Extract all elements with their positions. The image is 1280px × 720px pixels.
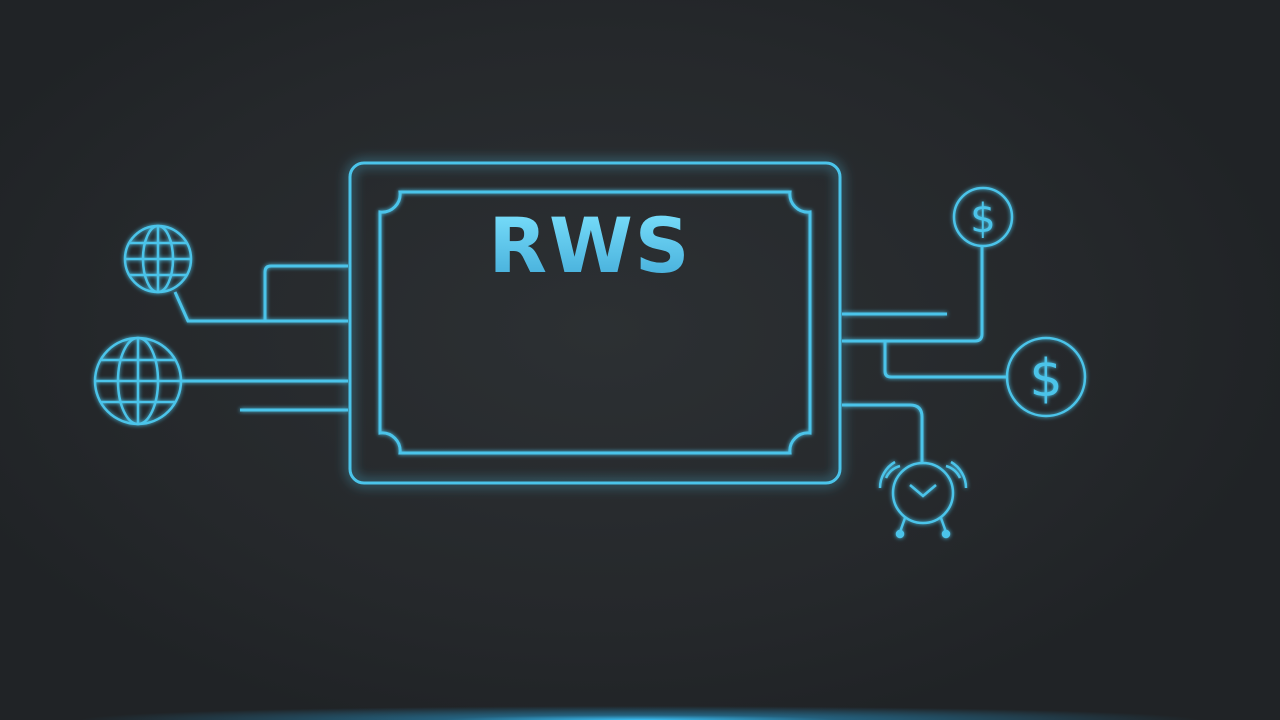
document-title: RWS — [488, 201, 691, 290]
connector-line — [883, 342, 1007, 379]
left-connectors — [173, 264, 348, 412]
right-connectors — [842, 247, 1007, 463]
dollar-symbol: $ — [1029, 349, 1062, 409]
connector-line — [173, 291, 348, 323]
bottom-glow — [0, 690, 1280, 720]
alarm-clock-icon — [878, 460, 968, 539]
dollar-symbol: $ — [970, 196, 995, 242]
connector-line — [842, 247, 984, 343]
connector-line — [842, 403, 924, 463]
dollar-icon: $ — [952, 186, 1014, 248]
document-card: RWS — [348, 161, 842, 485]
document-outer-frame — [348, 161, 842, 485]
dollar-icon: $ — [1005, 336, 1087, 418]
connector-line — [263, 264, 348, 321]
certificate-inner-border — [378, 190, 812, 455]
globe-icon — [123, 224, 193, 294]
globe-icon — [93, 336, 183, 426]
